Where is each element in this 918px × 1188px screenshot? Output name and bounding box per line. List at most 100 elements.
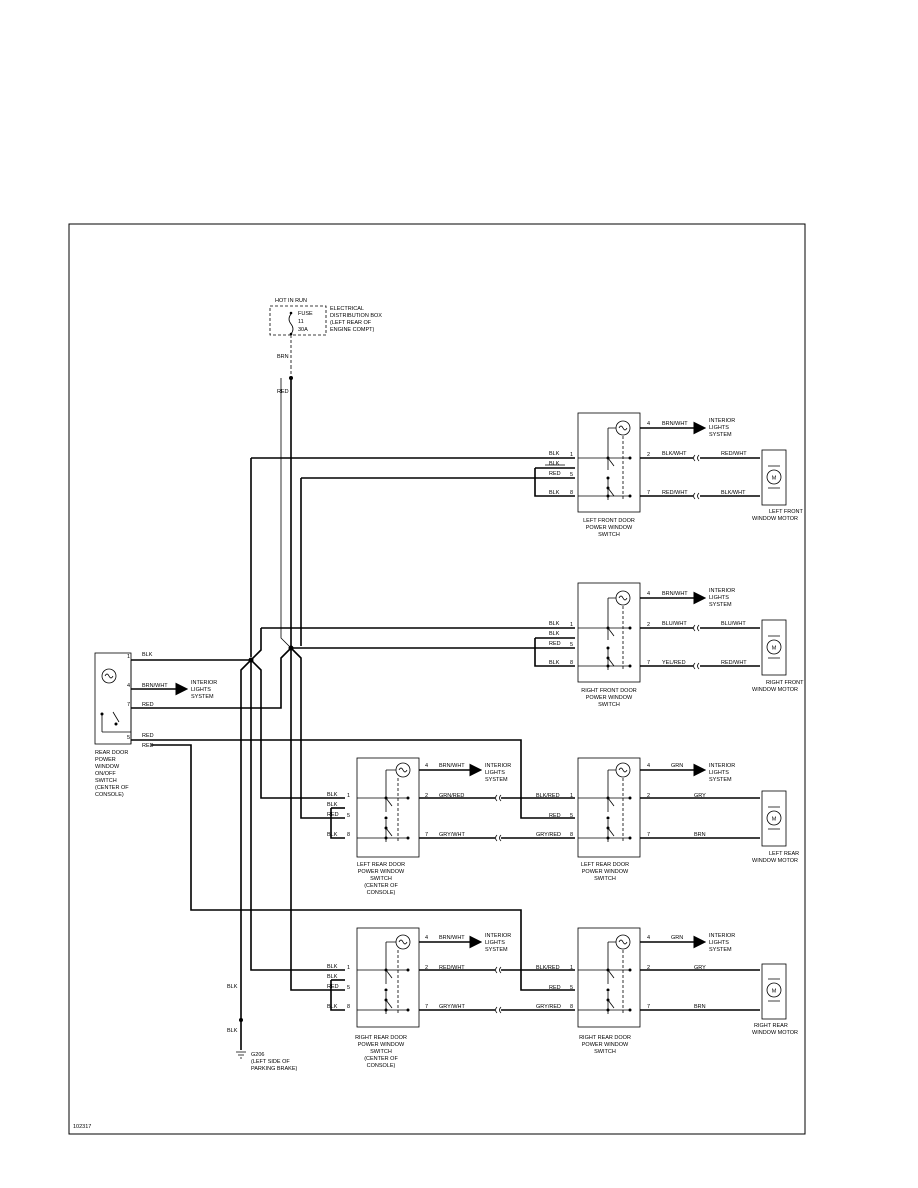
lf-wire-3: RED (549, 471, 561, 477)
lrd-out-2: GRY (694, 793, 706, 799)
lrc-caption-3: SWITCH (370, 876, 392, 882)
lrc-interior-1: INTERIOR (485, 763, 511, 769)
rrc-out-2: RED/WHT (439, 965, 465, 971)
rf-pin-7: 7 (647, 660, 650, 666)
rrd-wire-3: RED (549, 985, 561, 991)
rrd-interior-1: INTERIOR (709, 933, 735, 939)
diagram-frame (68, 223, 806, 1135)
rf-wire-4: BLK (549, 660, 560, 666)
rf-caption-1: RIGHT FRONT DOOR (581, 688, 636, 694)
rf-out-2: BLU/WHT (662, 621, 687, 627)
rrc-wire-3: RED (327, 984, 339, 990)
rrc-wire-4: BLK (327, 1004, 338, 1010)
feed-wire-red: RED (277, 389, 289, 395)
rrc-out-7: GRY/WHT (439, 1004, 466, 1010)
onoff-wire-7: RED (142, 702, 154, 708)
onoff-caption-7: CONSOLE) (95, 792, 124, 798)
lrc-interior-3: SYSTEM (485, 777, 508, 783)
lf-wire-4: BLK (549, 490, 560, 496)
lr-motor-caption-2: WINDOW MOTOR (752, 858, 798, 864)
lrd-interior-2: LIGHTS (709, 770, 729, 776)
lf-interior-3: SYSTEM (709, 432, 732, 438)
lrc-caption-2: POWER WINDOW (358, 869, 405, 875)
rrc-wire-2: BLK (327, 974, 338, 980)
fuse-11: HOT IN RUN FUSE 11 30A ELECTRICAL DISTRI… (269, 298, 382, 336)
left-rear-door-switch: BLK/RED RED GRY/RED 1 5 8 4 2 7 GRN GRY … (536, 757, 760, 882)
lrd-wire-4: GRY/RED (536, 832, 561, 838)
ground-location-1: (LEFT SIDE OF (251, 1059, 290, 1065)
rf-motor-caption-1: RIGHT FRONT (766, 680, 804, 686)
rr-motor-caption-1: RIGHT REAR (754, 1023, 788, 1029)
lrd-out-7: BRN (694, 832, 706, 838)
lrd-wire-1: BLK/RED (536, 793, 560, 799)
lrc-interior-2: LIGHTS (485, 770, 505, 776)
onoff-wire-5b: RED (142, 743, 154, 749)
ground-g206: BLK BLK G206 (LEFT SIDE OF PARKING BRAKE… (227, 984, 298, 1072)
rrc-pin-1: 1 (347, 965, 350, 971)
lrc-caption-5: CONSOLE) (367, 890, 396, 896)
rf-interior-2: LIGHTS (709, 595, 729, 601)
fuse-rating: 30A (298, 327, 308, 333)
lrc-pin-2: 2 (425, 793, 428, 799)
lf-out-4: BRN/WHT (662, 421, 688, 427)
lf-pin-2: 2 (647, 452, 650, 458)
ground-wire-blk-1: BLK (227, 984, 238, 990)
lrd-caption-1: LEFT REAR DOOR (581, 862, 629, 868)
lrc-caption-1: LEFT REAR DOOR (357, 862, 405, 868)
distribution-box-label-3: (LEFT REAR OF (330, 320, 372, 326)
lf-out-2: BLK/WHT (662, 451, 687, 457)
rrc-wire-1: BLK (327, 964, 338, 970)
rrd-caption-1: RIGHT REAR DOOR (579, 1035, 631, 1041)
rrd-wire-1: BLK/RED (536, 965, 560, 971)
rrc-interior-1: INTERIOR (485, 933, 511, 939)
lf-wire-1: BLK (549, 451, 560, 457)
rrd-out-2: GRY (694, 965, 706, 971)
hot-in-run-label: HOT IN RUN (275, 298, 307, 304)
rrd-interior-3: SYSTEM (709, 947, 732, 953)
onoff-caption-1: REAR DOOR (95, 750, 128, 756)
rf-out-4: BRN/WHT (662, 591, 688, 597)
lrc-out-7: GRY/WHT (439, 832, 466, 838)
rrd-caption-2: POWER WINDOW (582, 1042, 629, 1048)
main-wiring (131, 378, 575, 1050)
onoff-interior-2: LIGHTS (191, 687, 211, 693)
right-front-door-switch: BLK BLK RED BLK 1 5 8 4 2 7 BRN/WHT BLU/… (549, 582, 760, 708)
right-rear-console-switch: BLK BLK RED BLK 1 5 8 4 2 7 BRN/WHT RED/… (327, 927, 511, 1069)
rr-motor-caption-2: WINDOW MOTOR (752, 1030, 798, 1036)
lrd-pin-2: 2 (647, 793, 650, 799)
lf-motor-caption-2: WINDOW MOTOR (752, 516, 798, 522)
rrc-pin-4: 4 (425, 935, 428, 941)
rrc-pin-7: 7 (425, 1004, 428, 1010)
onoff-wire-5a: RED (142, 733, 154, 739)
lf-wire-2: BLK (549, 461, 560, 467)
lrd-pin-1: 1 (570, 793, 573, 799)
lrc-out-4: BRN/WHT (439, 763, 465, 769)
rrd-pin-2: 2 (647, 965, 650, 971)
rrc-interior-2: LIGHTS (485, 940, 505, 946)
lf-interior-2: LIGHTS (709, 425, 729, 431)
lrd-pin-7: 7 (647, 832, 650, 838)
ground-wire-blk-2: BLK (227, 1028, 238, 1034)
ground-location-2: PARKING BRAKE) (251, 1066, 298, 1072)
right-front-window-motor: M RIGHT FRONT WINDOW MOTOR (752, 619, 804, 693)
lf-pin-7: 7 (647, 490, 650, 496)
rf-pin-8: 8 (570, 660, 573, 666)
rrd-pin-7: 7 (647, 1004, 650, 1010)
distribution-box-label-4: ENGINE COMPT) (330, 327, 374, 333)
lf-motor-wire-7: BLK/WHT (721, 490, 746, 496)
lf-caption-3: SWITCH (598, 532, 620, 538)
lf-interior-1: INTERIOR (709, 418, 735, 424)
rf-interior-3: SYSTEM (709, 602, 732, 608)
rrd-caption-3: SWITCH (594, 1049, 616, 1055)
rrc-caption-4: (CENTER OF (364, 1056, 398, 1062)
rrc-pin-2: 2 (425, 965, 428, 971)
lrd-interior-3: SYSTEM (709, 777, 732, 783)
rrc-interior-3: SYSTEM (485, 947, 508, 953)
rrd-pin-5: 5 (570, 985, 573, 991)
onoff-caption-6: (CENTER OF (95, 785, 129, 791)
onoff-pin-1: 1 (127, 654, 130, 660)
onoff-caption-2: POWER (95, 757, 116, 763)
rf-caption-2: POWER WINDOW (586, 695, 633, 701)
lrc-out-2: GRN/RED (439, 793, 464, 799)
